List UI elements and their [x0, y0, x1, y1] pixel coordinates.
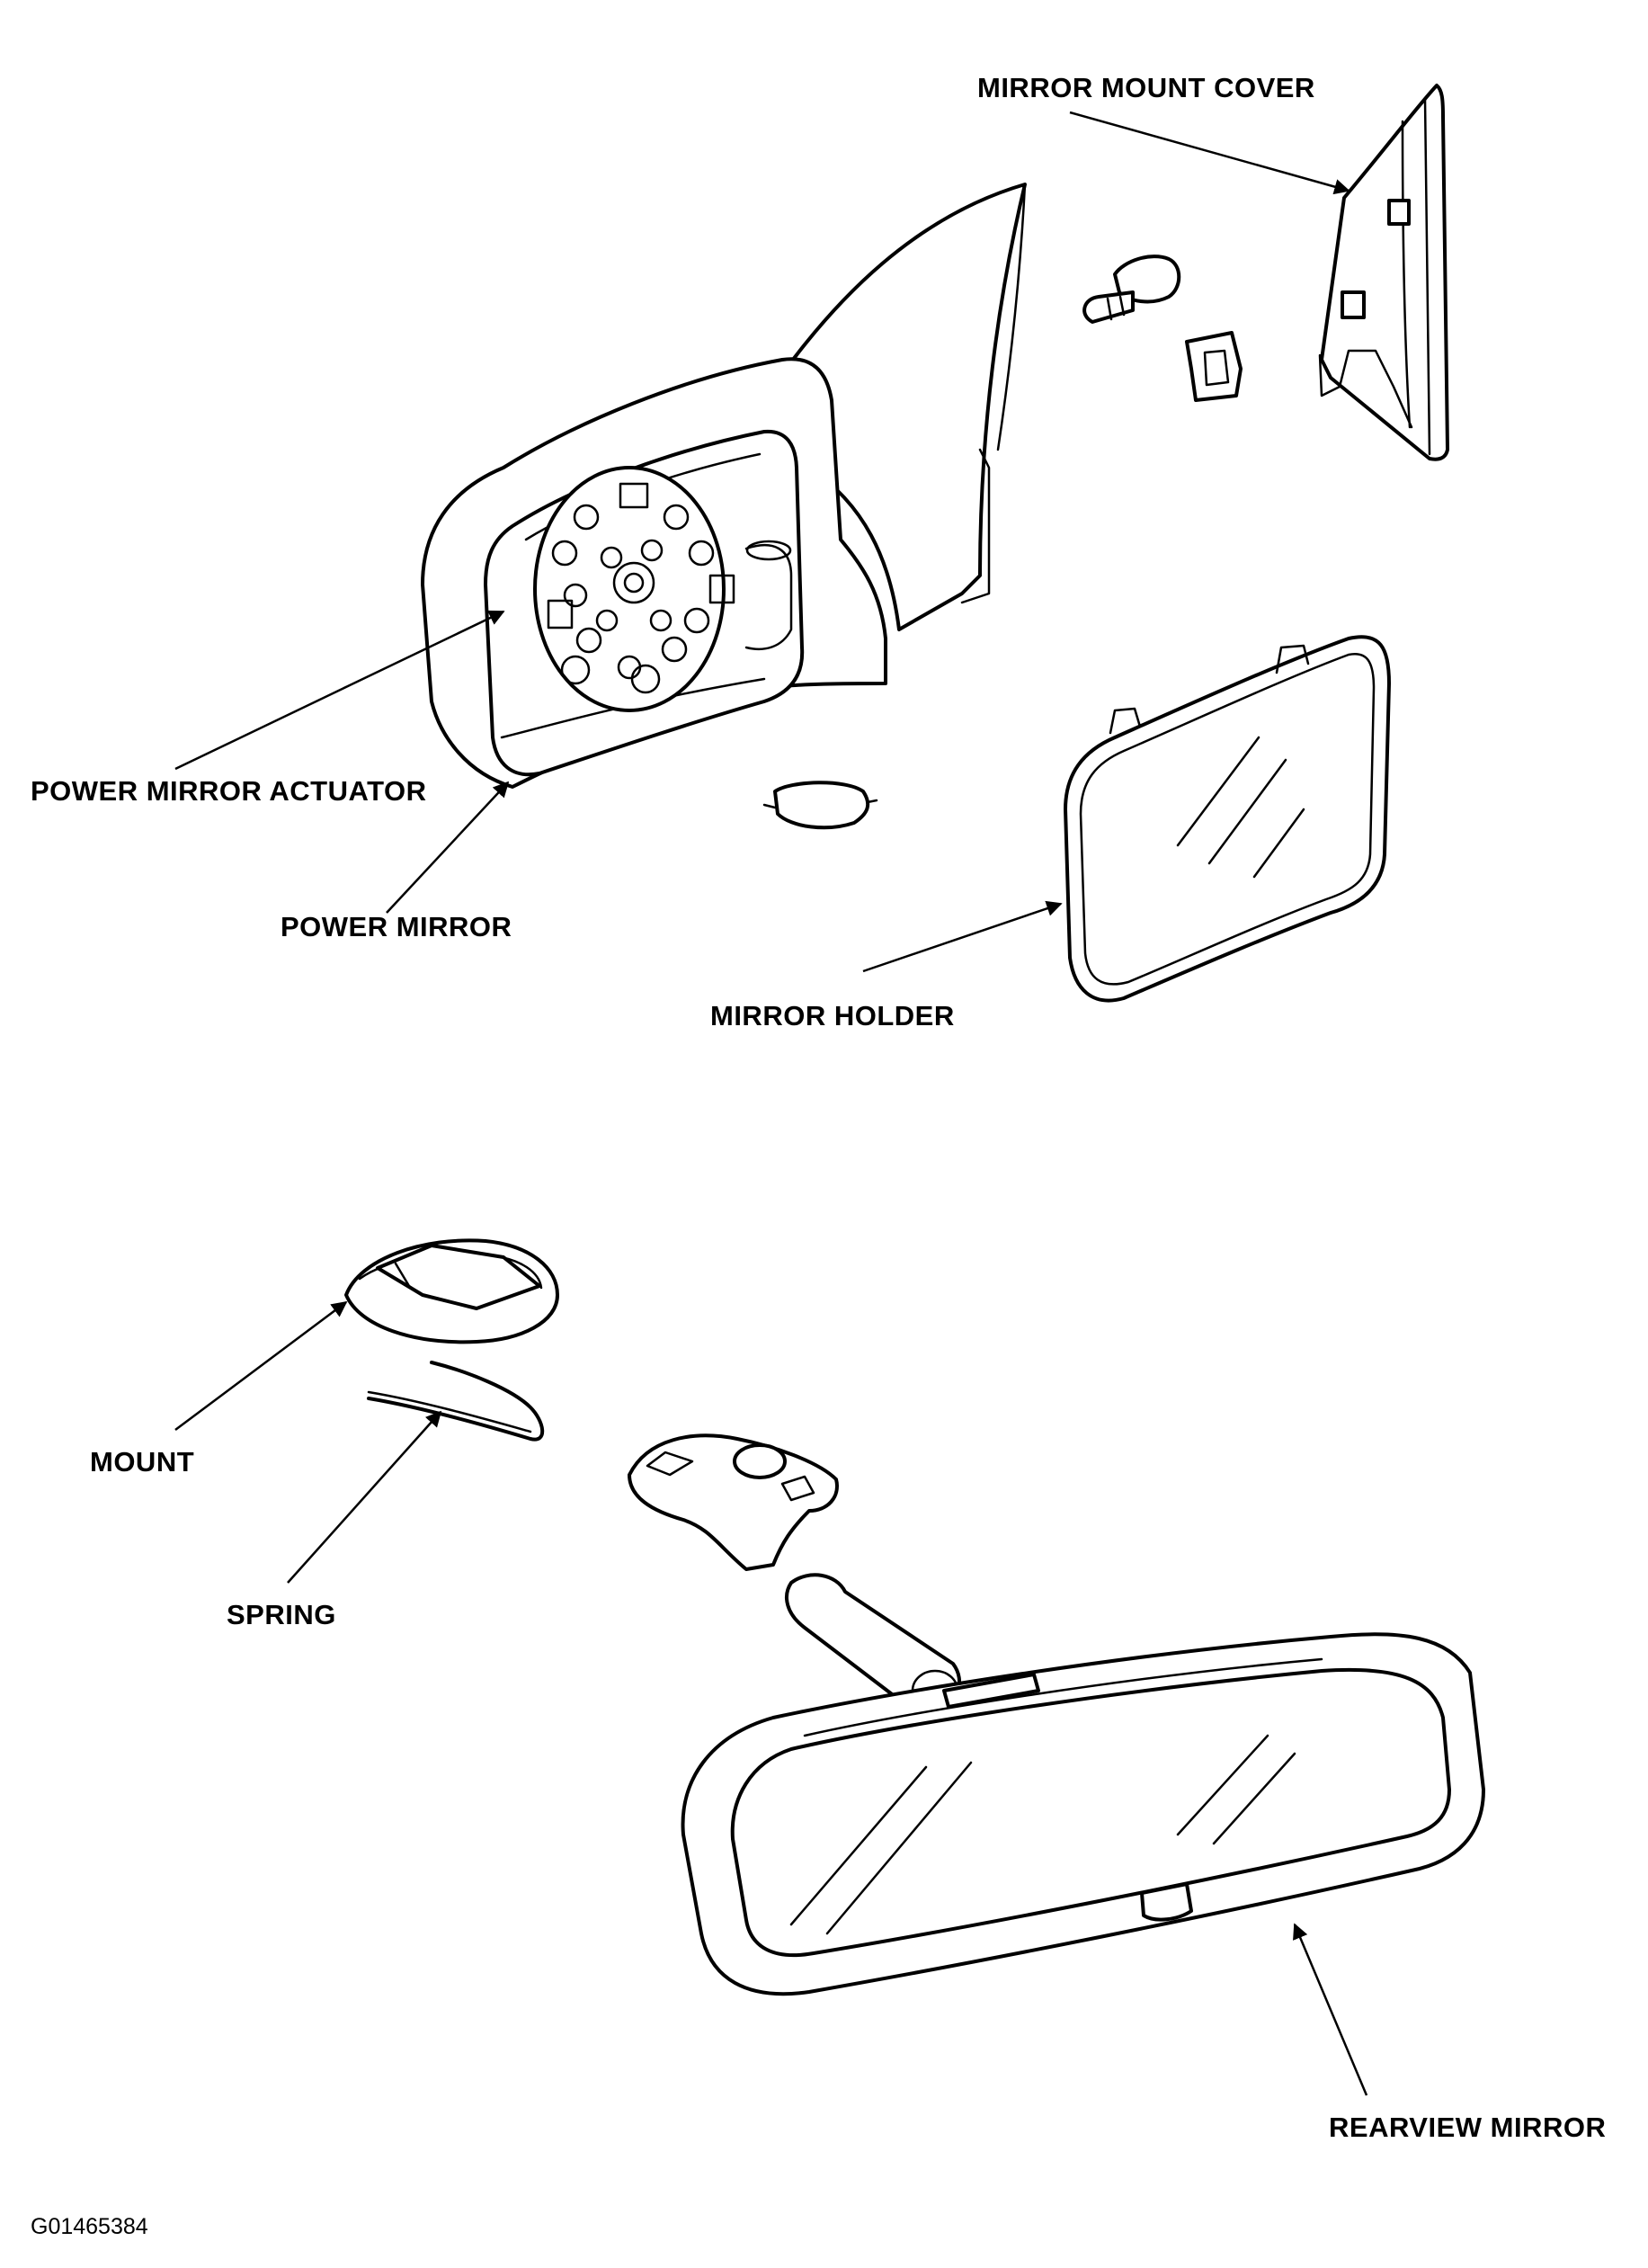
label-spring: SPRING — [227, 1599, 336, 1630]
label-mirror-mount-cover: MIRROR MOUNT COVER — [977, 72, 1315, 103]
mirror-mount-cover-illustration — [1082, 84, 1449, 461]
mount-illustration — [344, 1238, 559, 1344]
power-mirror-illustration — [421, 183, 1027, 830]
leader-lines — [174, 111, 1368, 2096]
mirror-holder-illustration — [1064, 635, 1391, 1003]
label-mount: MOUNT — [90, 1446, 195, 1478]
label-power-mirror: POWER MIRROR — [281, 911, 512, 942]
label-rearview-mirror: REARVIEW MIRROR — [1329, 2112, 1607, 2143]
label-power-mirror-actuator: POWER MIRROR ACTUATOR — [31, 775, 427, 807]
label-mirror-holder: MIRROR HOLDER — [710, 1000, 955, 1031]
figure-id: G01465384 — [31, 2214, 148, 2239]
rearview-mirror-illustration — [628, 1433, 1485, 1996]
spring-illustration — [367, 1361, 545, 1442]
